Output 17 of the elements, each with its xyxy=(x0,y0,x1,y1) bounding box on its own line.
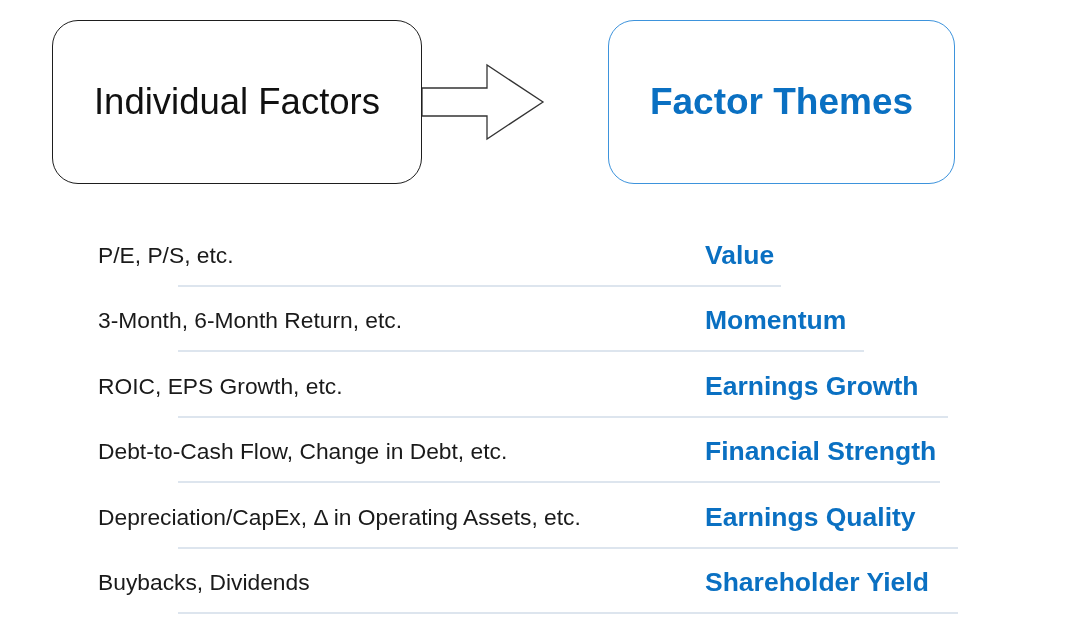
theme-name: Momentum xyxy=(705,305,847,338)
factor-examples: 3-Month, 6-Month Return, etc. xyxy=(98,307,403,336)
factor-examples: ROIC, EPS Growth, etc. xyxy=(98,373,343,401)
theme-name: Financial Strength xyxy=(705,436,937,469)
factor-examples: Debt-to-Cash Flow, Change in Debt, etc. xyxy=(98,438,508,466)
theme-name: Shareholder Yield xyxy=(705,567,929,599)
box-title: Individual Factors xyxy=(93,80,381,124)
box-title: Factor Themes xyxy=(649,79,914,124)
factor-examples: P/E, P/S, etc. xyxy=(98,242,234,270)
rounded-box xyxy=(608,20,955,184)
rounded-box xyxy=(52,20,422,184)
block-arrow xyxy=(421,63,545,141)
theme-name: Earnings Quality xyxy=(705,501,916,534)
theme-name: Value xyxy=(705,240,775,272)
theme-name: Earnings Growth xyxy=(705,370,919,403)
factor-examples: Depreciation/CapEx, Δ in Operating Assets, etc. xyxy=(98,503,581,532)
factor-examples: Buybacks, Dividends xyxy=(98,569,310,597)
